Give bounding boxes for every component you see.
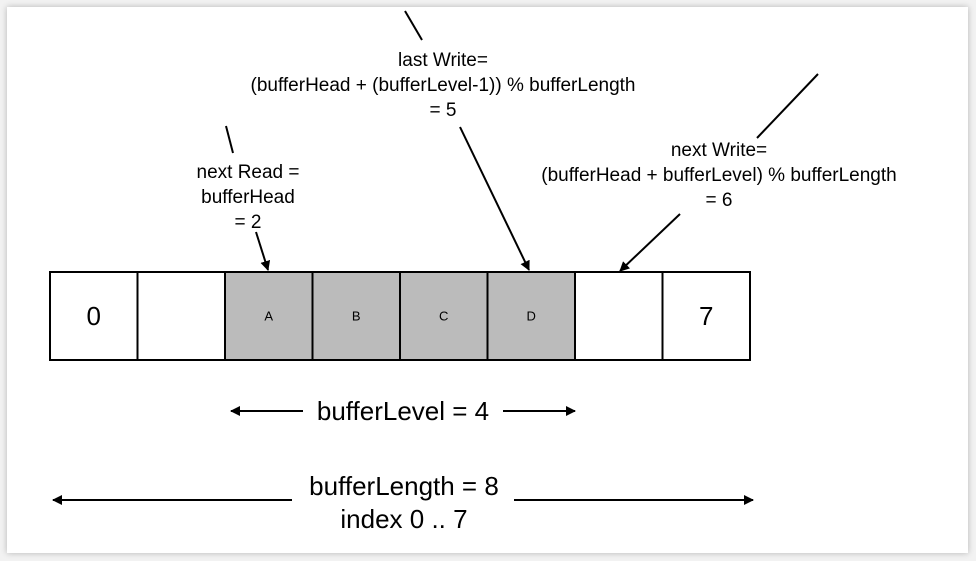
- next-write-label-line2: (bufferHead + bufferLevel) % bufferLengt…: [541, 165, 896, 186]
- buffer-cell-5: [486, 271, 576, 361]
- buffer-cells: 0 A B C D 7: [49, 271, 751, 361]
- next-write-arrow-tail: [756, 73, 819, 139]
- last-write-label-line2: (bufferHead + (bufferLevel-1)) % bufferL…: [251, 75, 636, 96]
- buffer-cell-2-label: A: [264, 309, 273, 324]
- buffer-cell-3: [311, 271, 401, 361]
- buffer-cell-7-label: 7: [699, 301, 713, 331]
- next-write-arrow: [619, 213, 681, 272]
- buffer-cell-5-label: D: [527, 309, 536, 324]
- last-write-label-line3: = 5: [430, 100, 457, 121]
- buffer-length-label: bufferLength = 8: [309, 471, 499, 501]
- next-read-arrow-tail: [225, 125, 234, 154]
- buffer-level-label: bufferLevel = 4: [317, 396, 489, 426]
- last-write-label-line1: last Write=: [398, 50, 488, 71]
- next-write-label-line3: = 6: [706, 190, 733, 211]
- last-write-arrow: [459, 126, 530, 271]
- buffer-cell-3-label: B: [352, 309, 361, 324]
- buffer-cell-0: [49, 271, 139, 361]
- buffer-cell-2: [224, 271, 314, 361]
- buffer-index-range-label: index 0 .. 7: [340, 504, 467, 534]
- buffer-cell-4-label: C: [439, 309, 448, 324]
- next-read-label-line3: = 2: [235, 212, 262, 233]
- buffer-cell-0-label: 0: [87, 301, 101, 331]
- next-write-label-line1: next Write=: [671, 140, 767, 161]
- next-read-label-line2: bufferHead: [201, 187, 295, 208]
- next-read-label-line1: next Read =: [197, 162, 300, 183]
- buffer-cell-7: [661, 271, 751, 361]
- last-write-arrow-tail: [404, 10, 423, 41]
- buffer-cell-1: [136, 271, 226, 361]
- buffer-cell-6: [574, 271, 664, 361]
- buffer-cell-4: [399, 271, 489, 361]
- next-read-arrow: [255, 231, 271, 271]
